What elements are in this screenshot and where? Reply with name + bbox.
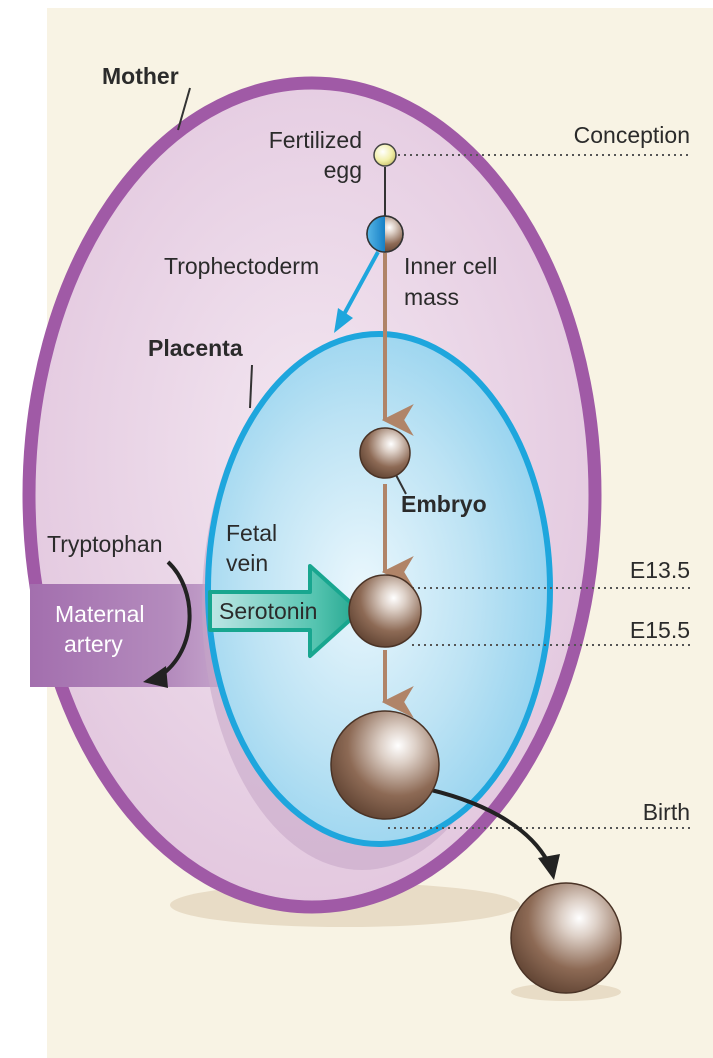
newborn-sphere [511,883,621,993]
label-placenta: Placenta [148,335,243,361]
label-serotonin: Serotonin [219,598,317,624]
label-trophectoderm: Trophectoderm [164,253,319,279]
label-inner-cell-1: Inner cell [404,253,497,279]
label-mother: Mother [102,63,179,89]
label-maternal-artery-2: artery [64,631,123,657]
label-fertilized-egg-2: egg [324,157,362,183]
label-fetal-vein-1: Fetal [226,520,277,546]
label-inner-cell-2: mass [404,284,459,310]
maternal-artery-band [30,584,230,687]
fetus-sphere-e13 [349,575,421,647]
fertilized-egg [374,144,396,166]
label-conception: Conception [574,122,690,148]
label-maternal-artery-1: Maternal [55,601,144,627]
blastocyst [367,216,403,252]
embryo-sphere [360,428,410,478]
fetus-sphere-late [331,711,439,819]
label-embryo: Embryo [401,491,487,517]
label-birth: Birth [643,799,690,825]
label-e13: E13.5 [630,557,690,583]
label-fetal-vein-2: vein [226,550,268,576]
label-fertilized-egg-1: Fertilized [269,127,362,153]
label-e15: E15.5 [630,617,690,643]
label-tryptophan: Tryptophan [47,531,163,557]
